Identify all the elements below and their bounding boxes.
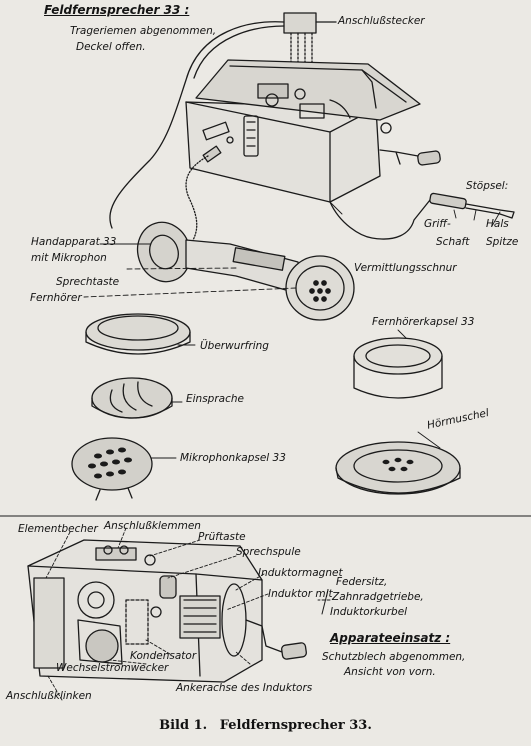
caption-number: Bild 1.: [159, 718, 208, 733]
bottom-note-line2: Ansicht von vorn.: [344, 666, 436, 678]
label-ueberwurfring: Überwurfring: [200, 340, 269, 352]
label-elementbecher: Elementbecher: [18, 523, 98, 535]
handset-drawing: [136, 221, 355, 321]
bottom-note-title: Apparateeinsatz :: [330, 631, 451, 645]
label-stoepsel: Stöpsel:: [466, 180, 509, 192]
top-note-line2: Deckel offen.: [76, 41, 146, 53]
label-fernhoerer: Fernhörer: [30, 292, 82, 304]
label-spitze: Spitze: [486, 236, 519, 248]
label-hals: Hals: [486, 218, 509, 230]
plug-stoepsel-drawing: [429, 192, 515, 219]
label-sprechtaste: Sprechtaste: [56, 276, 120, 288]
label-sprechspule: Sprechspule: [236, 546, 301, 558]
label-handapparat-1: Handapparat 33: [31, 236, 117, 248]
label-anschlussklemmen: Anschlußklemmen: [104, 520, 201, 532]
label-induktormagnet: Induktormagnet: [258, 567, 343, 579]
label-kondensator: Kondensator: [130, 650, 197, 662]
einsprache-drawing: [91, 377, 173, 419]
label-prueftaste: Prüftaste: [198, 531, 246, 543]
label-induktor-mit: Induktor mit: [268, 588, 333, 600]
handset-cord: [185, 155, 209, 247]
label-schaft: Schaft: [436, 236, 470, 248]
telephone-box-drawing: [185, 59, 441, 203]
label-anschlussklinken: Anschlußklinken: [6, 690, 92, 702]
label-federsitz: Federsitz,: [336, 576, 388, 588]
label-fernhoererkapsel: Fernhörerkapsel 33: [372, 316, 475, 328]
fernhoererkapsel-drawing: [353, 337, 443, 399]
label-anschlussstecker: Anschlußstecker: [338, 15, 425, 27]
top-title: Feldfernsprecher 33 :: [44, 3, 190, 17]
label-mikrophonkapsel: Mikrophonkapsel 33: [180, 452, 286, 464]
plug-cable-2: [193, 25, 285, 79]
label-einsprache: Einsprache: [186, 393, 244, 405]
hoermuschel-drawing: [335, 441, 461, 495]
switchboard-cord: [329, 199, 431, 240]
label-vermittlungsschnur: Vermittlungsschnur: [354, 262, 457, 274]
label-griff: Griff-: [424, 218, 451, 230]
label-handapparat-2: mit Mikrophon: [31, 252, 107, 264]
figure-caption: Bild 1. Feldfernsprecher 33.: [0, 718, 531, 733]
caption-title: Feldfernsprecher 33.: [219, 718, 372, 733]
ueberwurfring-drawing: [85, 313, 191, 355]
top-note-line1: Trageriemen abgenommen,: [70, 25, 217, 37]
label-induktorkurbel: Induktorkurbel: [330, 606, 408, 618]
label-zahnradgetriebe: Zahnradgetriebe,: [332, 591, 424, 603]
apparateeinsatz-drawing: [27, 539, 307, 683]
connector-plug-drawing: [283, 12, 337, 63]
label-ankerachse: Ankerachse des Induktors: [176, 682, 313, 694]
mikrophonkapsel-drawing: [71, 437, 153, 501]
bottom-note-line1: Schutzblech abgenommen,: [322, 651, 466, 663]
label-wechselstromwecker: Wechselstromwecker: [56, 662, 169, 674]
plug-cable: [109, 21, 285, 229]
